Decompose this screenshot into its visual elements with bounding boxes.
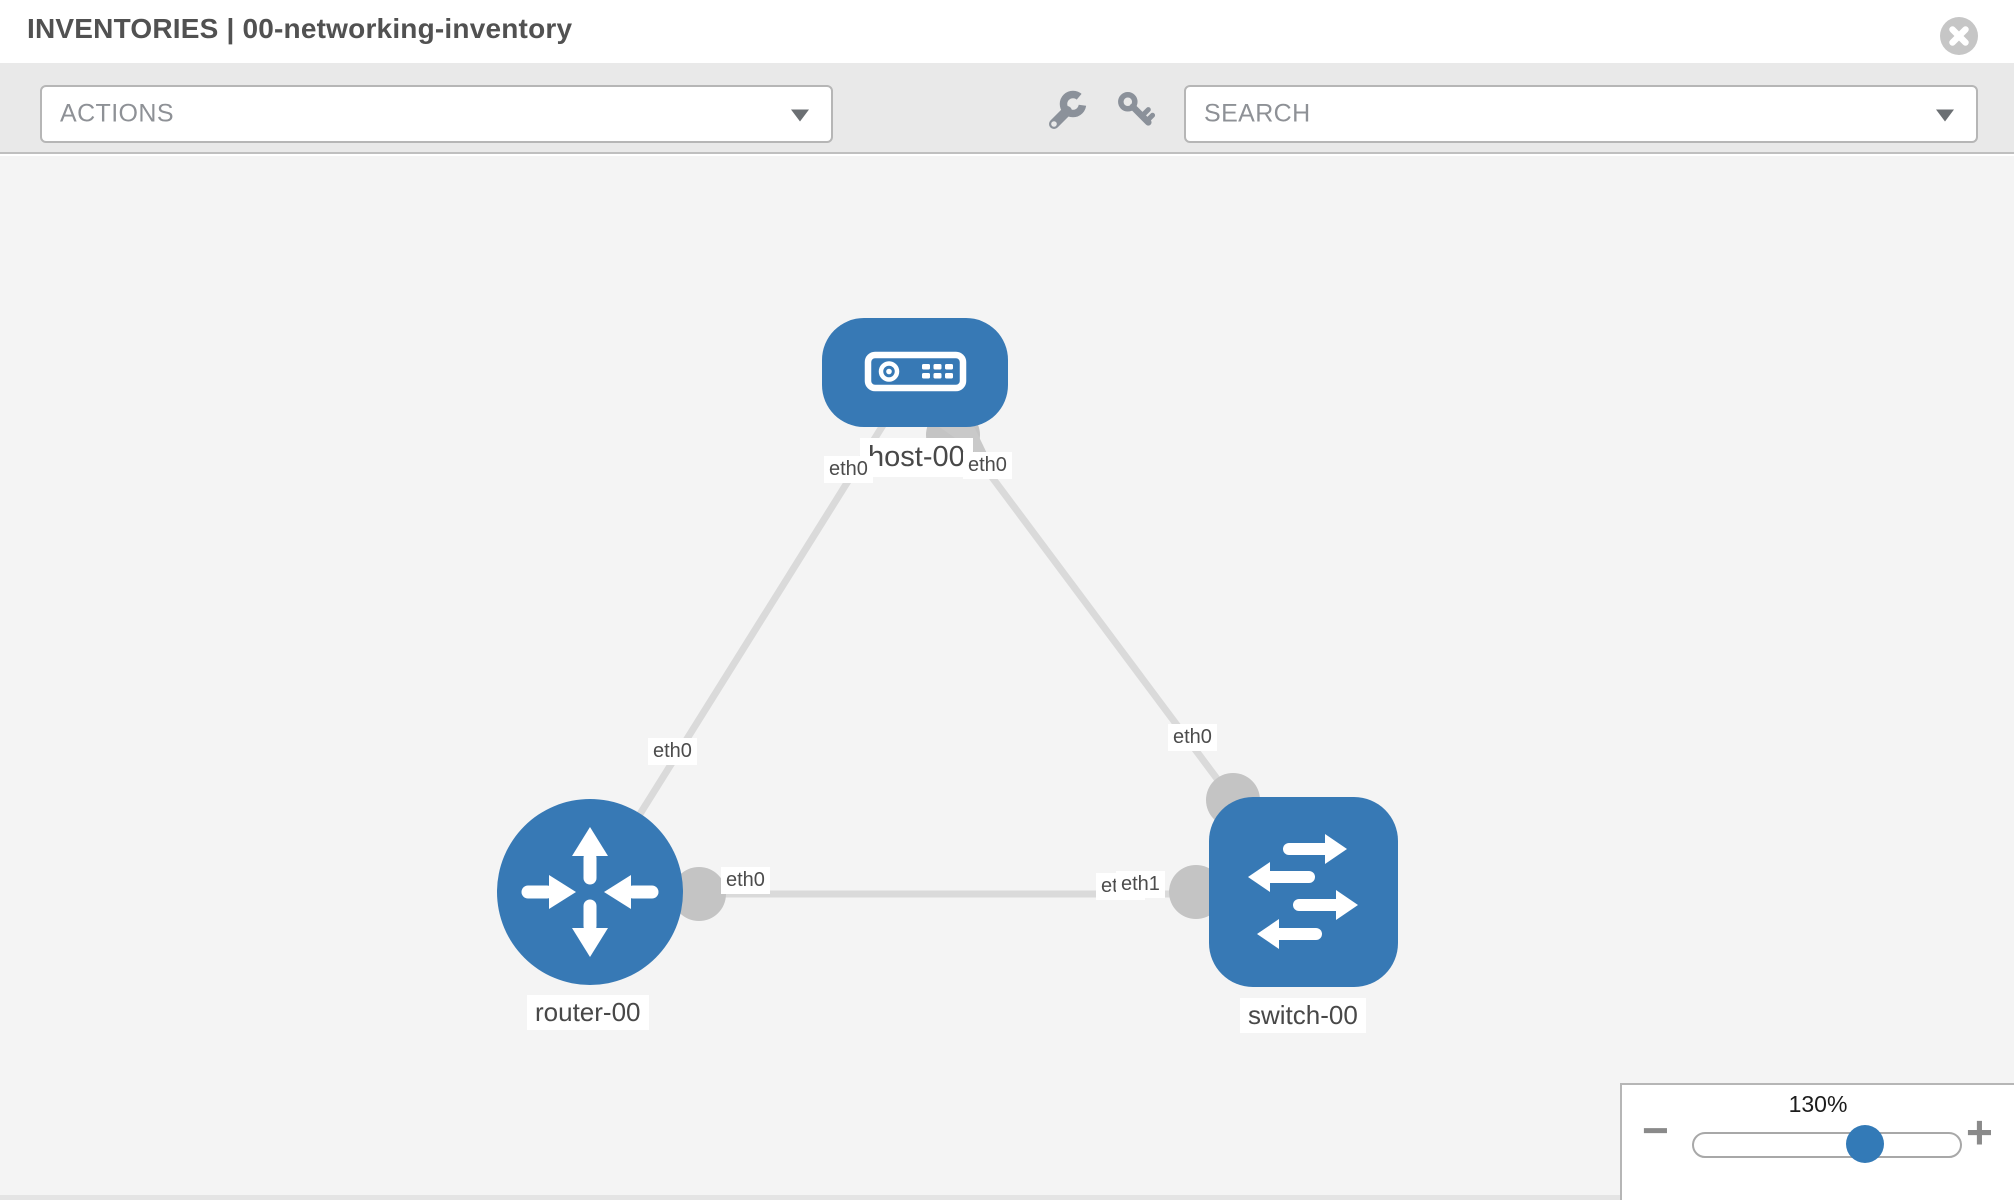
- actions-dropdown[interactable]: ACTIONS: [40, 85, 833, 143]
- canvas-bottom-edge: [0, 1195, 2014, 1200]
- zoom-slider-track[interactable]: [1692, 1132, 1962, 1158]
- node-label-router: router-00: [527, 995, 649, 1030]
- node-switch-00[interactable]: [1209, 797, 1398, 987]
- zoom-level-text: 130%: [1788, 1091, 1848, 1117]
- search-dropdown[interactable]: SEARCH: [1184, 85, 1978, 143]
- zoom-in-button[interactable]: +: [1966, 1106, 1993, 1158]
- node-label-switch: switch-00: [1240, 998, 1366, 1033]
- chevron-down-icon: [1936, 109, 1954, 122]
- topology-canvas[interactable]: host-00 router-00 switch-00 eth0 eth0 et…: [0, 156, 2014, 1200]
- zoom-control-panel: 130% − +: [1620, 1083, 2014, 1200]
- edge-layer: [587, 371, 1306, 921]
- actions-dropdown-label: ACTIONS: [60, 99, 174, 128]
- wrench-icon: [1044, 90, 1088, 136]
- wrench-button[interactable]: [1043, 89, 1089, 135]
- zoom-out-button[interactable]: −: [1642, 1104, 1669, 1156]
- toolbar: ACTIONS SEARCH: [0, 63, 2014, 154]
- node-label-host: host-00: [860, 438, 973, 477]
- interface-label-eth0: eth0: [1168, 724, 1217, 751]
- search-dropdown-label: SEARCH: [1204, 99, 1311, 128]
- interface-label-eth0: eth0: [824, 456, 873, 483]
- key-icon: [1115, 92, 1159, 136]
- interface-label-eth0: eth0: [721, 867, 770, 894]
- node-host-00[interactable]: [822, 318, 1008, 427]
- endpoint-router-eth0: [672, 867, 726, 921]
- chevron-down-icon: [791, 109, 809, 122]
- interface-label-eth0: eth0: [963, 452, 1012, 479]
- interface-label-eth0: eth0: [648, 738, 697, 765]
- node-router-00[interactable]: [497, 799, 683, 985]
- zoom-slider-thumb[interactable]: [1846, 1125, 1884, 1163]
- page-title: INVENTORIES | 00-networking-inventory: [27, 13, 573, 44]
- title-bar: INVENTORIES | 00-networking-inventory: [0, 0, 2014, 63]
- interface-label-eth1: eth1: [1116, 871, 1165, 898]
- key-button[interactable]: [1114, 89, 1160, 135]
- close-button[interactable]: [1940, 17, 1978, 55]
- close-icon: [1940, 26, 1978, 58]
